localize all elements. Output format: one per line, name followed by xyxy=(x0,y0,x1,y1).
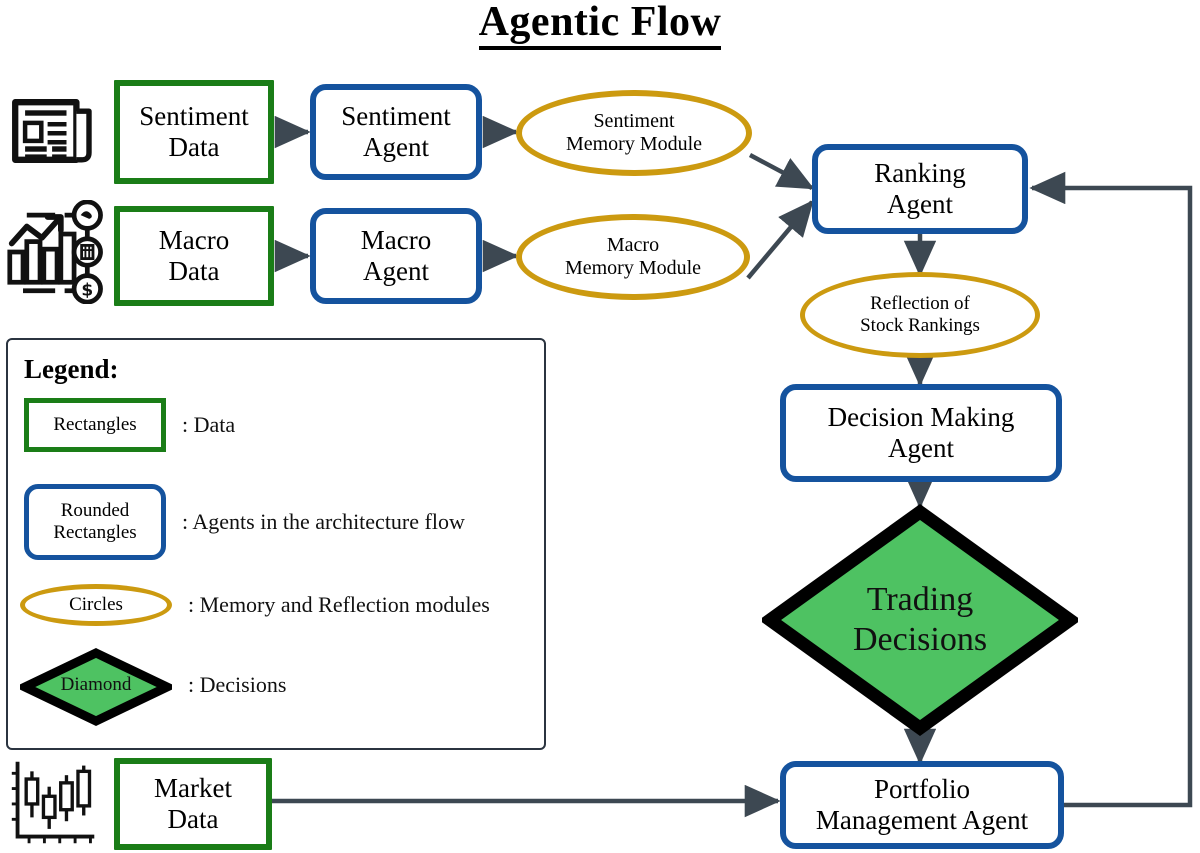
legend-swatch-rounded-label1: Rounded xyxy=(60,500,130,522)
legend-item-rectangles: Rectangles : Data xyxy=(24,398,235,452)
page-title-text: Agentic Flow xyxy=(478,0,722,51)
newspaper-icon xyxy=(8,86,98,176)
node-reflection-of-stock-rankings[interactable]: Reflection of Stock Rankings xyxy=(800,272,1040,358)
svg-text:$: $ xyxy=(81,280,93,300)
legend-panel: Legend: Rectangles : Data Rounded Rectan… xyxy=(6,338,546,750)
market-data-line2: Data xyxy=(167,804,219,834)
node-decision-making-agent[interactable]: Decision Making Agent xyxy=(780,384,1062,482)
macro-memory-line2: Memory Module xyxy=(564,257,702,279)
page-title: Agentic Flow xyxy=(0,0,1200,51)
macro-memory-line1: Macro xyxy=(606,234,660,257)
portfolio-agent-line1: Portfolio xyxy=(873,774,970,805)
decision-agent-line2: Agent xyxy=(888,433,954,463)
macro-agent-line1: Macro xyxy=(360,225,432,256)
portfolio-agent-line2: Management Agent xyxy=(815,805,1029,835)
decision-agent-line1: Decision Making xyxy=(827,402,1015,433)
legend-swatch-diamond: Diamond xyxy=(20,648,172,726)
legend-diamond-shape xyxy=(20,648,172,726)
diamond-shape xyxy=(762,504,1078,736)
node-sentiment-agent[interactable]: Sentiment Agent xyxy=(310,84,482,180)
node-sentiment-memory-module[interactable]: Sentiment Memory Module xyxy=(516,90,752,176)
edge-sentiment-memory-to-ranking xyxy=(748,153,815,190)
legend-swatch-rectangle: Rectangles xyxy=(24,398,166,452)
node-trading-decisions[interactable]: Trading Decisions xyxy=(762,504,1078,736)
node-portfolio-management-agent[interactable]: Portfolio Management Agent xyxy=(780,761,1064,849)
sentiment-data-line1: Sentiment xyxy=(139,101,249,132)
legend-swatch-diamond-label: Diamond xyxy=(60,674,132,695)
legend-desc-rounded-rectangles: : Agents in the architecture flow xyxy=(182,509,465,534)
ranking-agent-line2: Agent xyxy=(887,189,953,219)
macro-data-line1: Macro xyxy=(158,225,230,256)
macro-data-line2: Data xyxy=(168,256,220,286)
legend-item-diamond: Diamond : Decisions xyxy=(20,648,287,726)
node-market-data[interactable]: Market Data xyxy=(114,758,272,850)
market-data-line1: Market xyxy=(154,773,232,804)
sentiment-agent-line2: Agent xyxy=(363,132,429,162)
legend-item-circles: Circles : Memory and Reflection modules xyxy=(20,584,490,626)
candlestick-chart-icon xyxy=(6,756,102,850)
legend-desc-rectangles: : Data xyxy=(182,412,236,437)
legend-swatch-rounded-rectangle: Rounded Rectangles xyxy=(24,484,166,560)
node-macro-memory-module[interactable]: Macro Memory Module xyxy=(516,214,750,300)
sentiment-memory-line2: Memory Module xyxy=(565,133,703,155)
macro-agent-line2: Agent xyxy=(363,256,429,286)
legend-title: Legend: xyxy=(24,354,119,384)
legend-swatch-ellipse: Circles xyxy=(20,584,172,626)
legend-swatch-diamond-label-wrap: Diamond xyxy=(20,648,172,722)
legend-swatch-rounded-label2: Rectangles xyxy=(53,522,137,543)
node-macro-data[interactable]: Macro Data xyxy=(114,206,274,306)
edge-macro-memory-to-ranking xyxy=(746,199,814,280)
sentiment-data-line2: Data xyxy=(168,132,220,162)
ranking-agent-line1: Ranking xyxy=(874,158,966,189)
reflection-line1: Reflection of xyxy=(870,293,970,315)
reflection-line2: Stock Rankings xyxy=(860,315,980,336)
node-macro-agent[interactable]: Macro Agent xyxy=(310,208,482,304)
legend-swatch-ellipse-label: Circles xyxy=(69,594,123,616)
sentiment-memory-line1: Sentiment xyxy=(593,110,675,133)
sentiment-agent-line1: Sentiment xyxy=(341,101,451,132)
node-ranking-agent[interactable]: Ranking Agent xyxy=(812,144,1028,234)
legend-item-rounded-rectangles: Rounded Rectangles : Agents in the archi… xyxy=(24,484,465,560)
node-sentiment-data[interactable]: Sentiment Data xyxy=(114,80,274,184)
macro-economics-icon: $ xyxy=(6,200,110,304)
legend-desc-circles: : Memory and Reflection modules xyxy=(188,592,490,617)
legend-swatch-rectangle-label: Rectangles xyxy=(53,414,137,436)
legend-desc-diamond: : Decisions xyxy=(188,672,287,697)
